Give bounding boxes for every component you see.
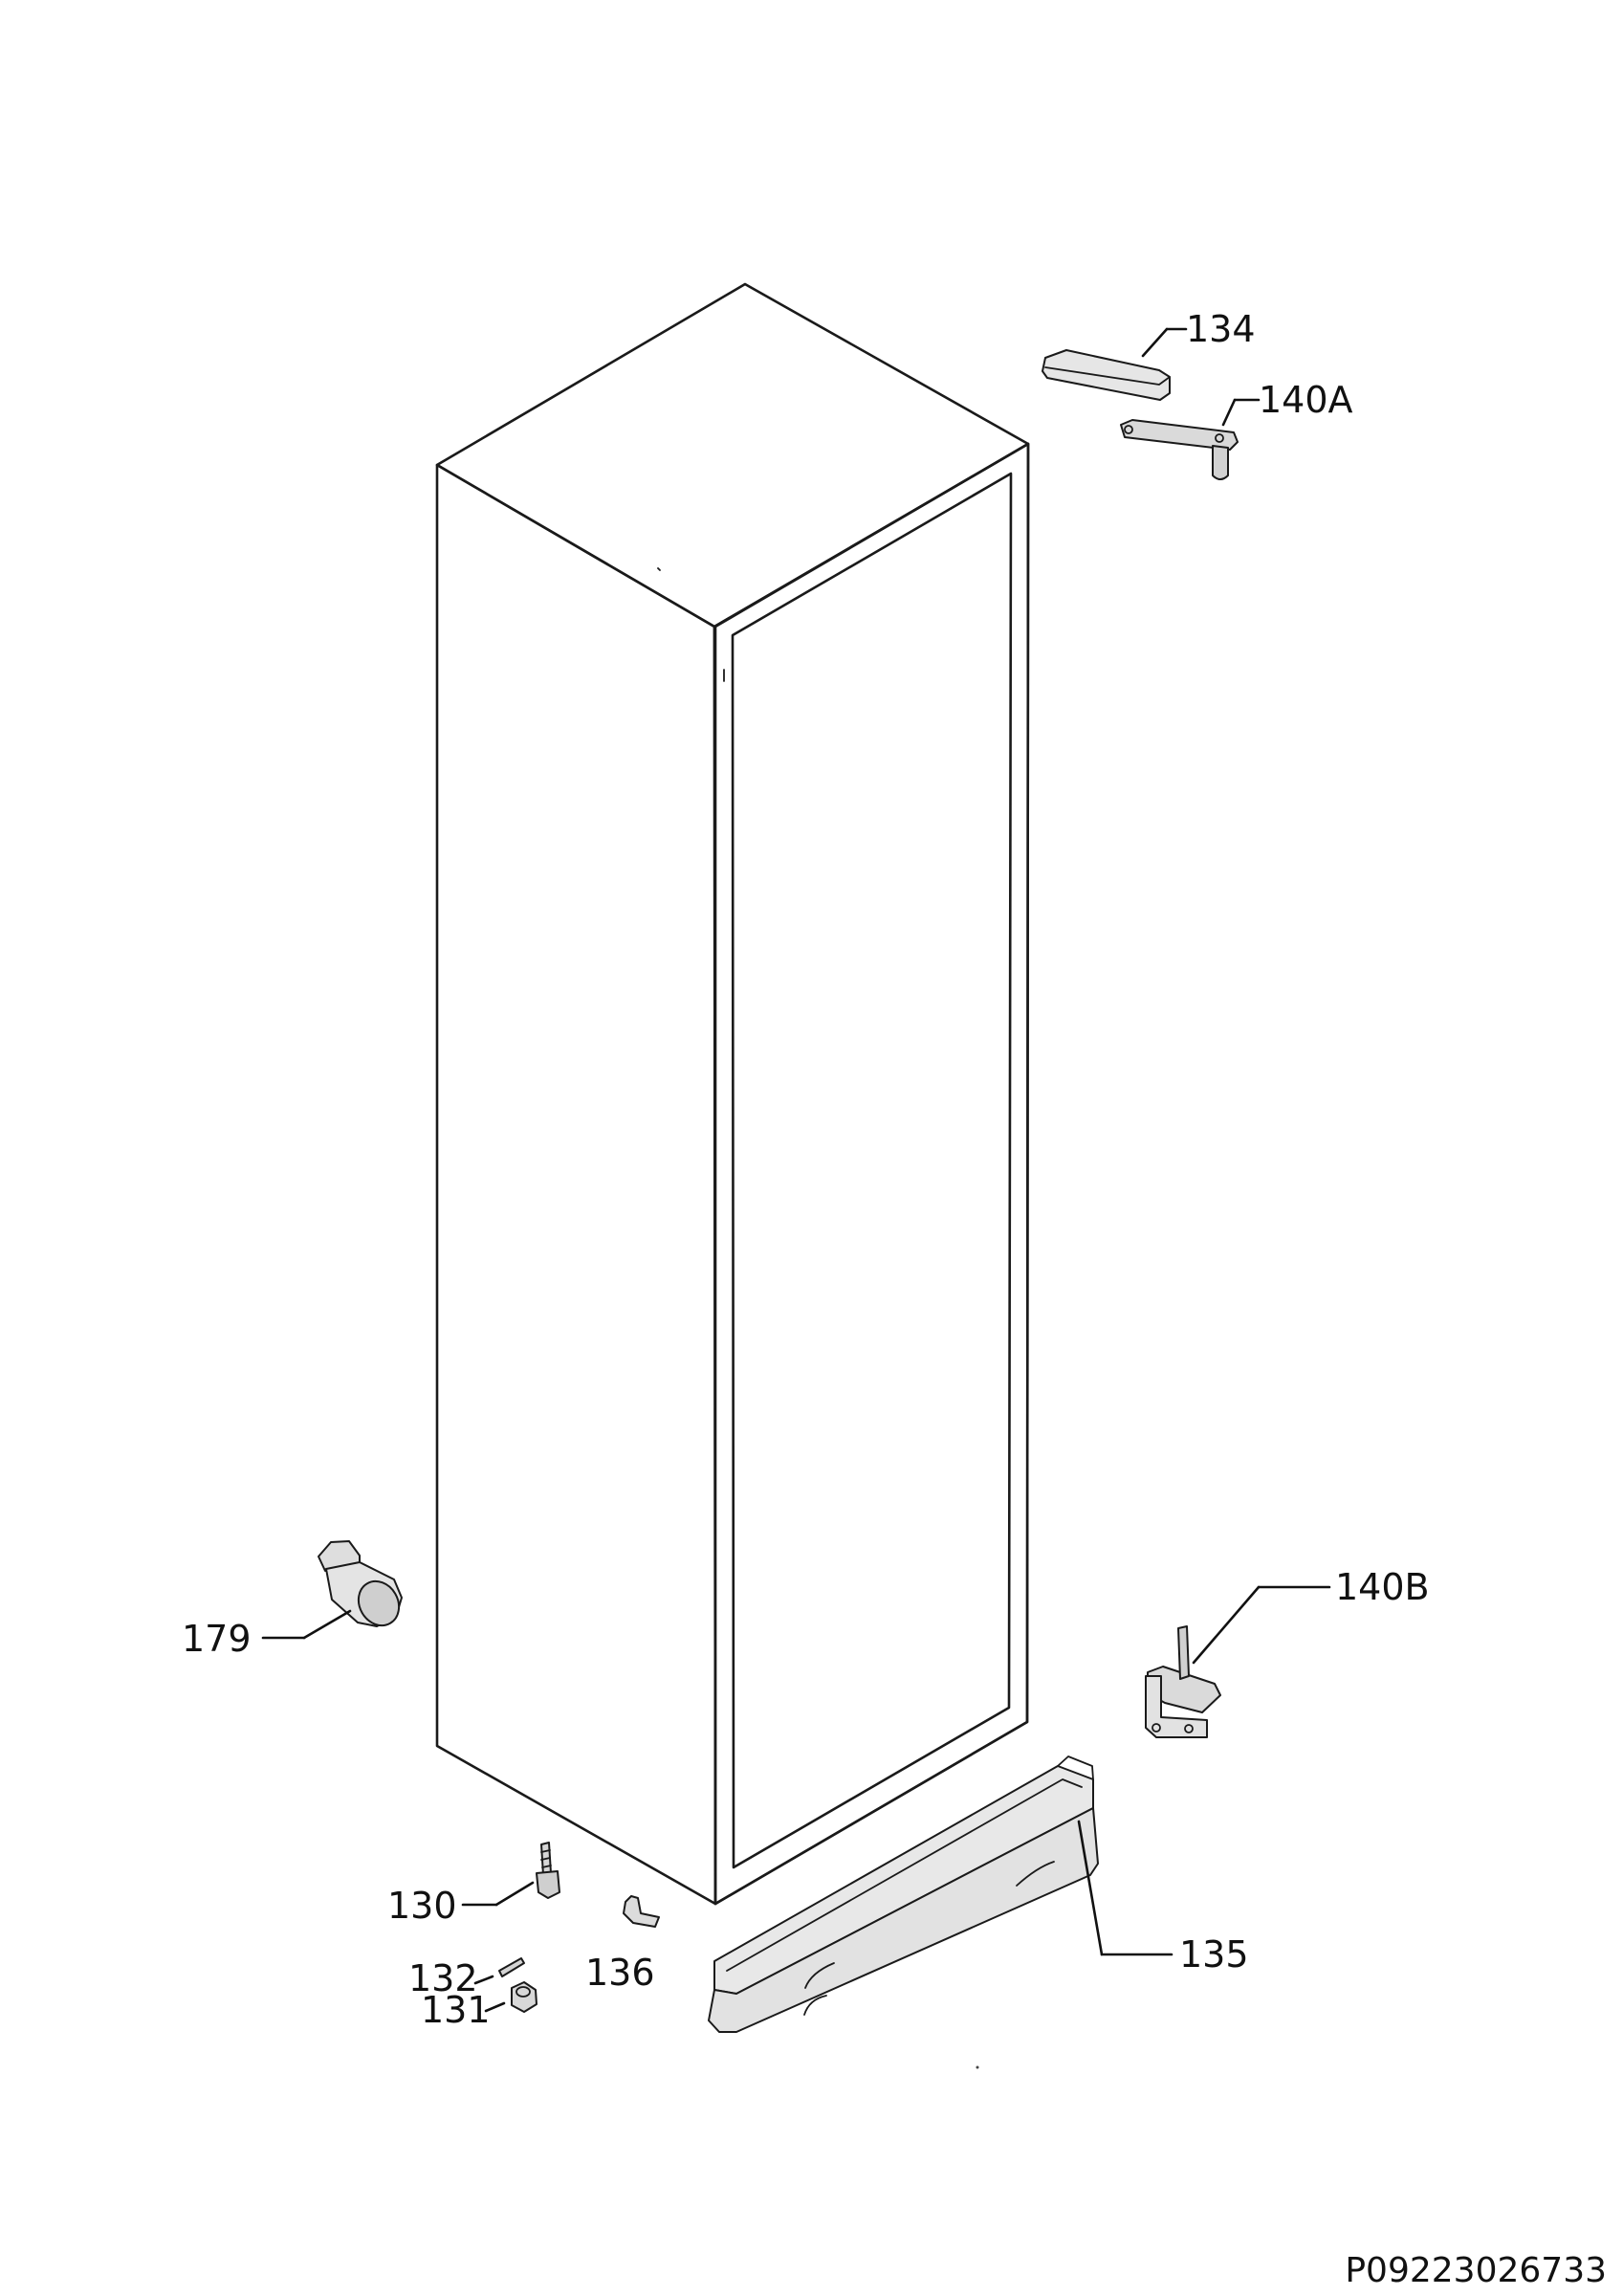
cabinet-top-face — [435, 282, 1030, 629]
leader-135 — [1077, 1820, 1104, 1956]
label-135: 135 — [1179, 1933, 1249, 1976]
door-frame-outer — [713, 442, 1030, 1906]
part-135-kickplate — [708, 1755, 1173, 2033]
label-140b: 140B — [1335, 1566, 1430, 1608]
leader-140b — [1192, 1585, 1261, 1665]
label-179: 179 — [182, 1618, 252, 1660]
label-130: 130 — [387, 1885, 457, 1927]
part-140a-top-hinge — [1120, 398, 1261, 480]
leader-132 — [473, 1975, 494, 1985]
part-179-leveling-foot — [261, 1540, 403, 1640]
leader-134 — [1141, 327, 1169, 358]
document-number: P09223026733 — [1345, 2251, 1607, 2290]
leader-140a — [1221, 398, 1237, 427]
label-131: 131 — [421, 1989, 491, 2031]
part-130-screw — [461, 1842, 560, 1907]
door-panel — [731, 472, 1013, 1869]
part-140b-bottom-hinge — [1145, 1585, 1331, 1738]
cabinet — [435, 282, 1030, 1906]
top-edge-mark — [657, 567, 661, 571]
part-134-hinge-cover — [1042, 327, 1188, 401]
part-131-nut — [484, 1981, 537, 2013]
label-140a: 140A — [1259, 379, 1353, 421]
cabinet-side-face — [435, 463, 717, 1906]
cabinet-front-face — [713, 442, 1030, 1906]
stray-dot — [976, 2065, 979, 2069]
part-136-clip — [623, 1895, 660, 1928]
part-132-pin — [473, 1957, 525, 1985]
label-132: 132 — [408, 1957, 478, 1999]
leader-131 — [484, 2001, 506, 2013]
label-136: 136 — [585, 1952, 655, 1994]
label-134: 134 — [1186, 308, 1256, 350]
